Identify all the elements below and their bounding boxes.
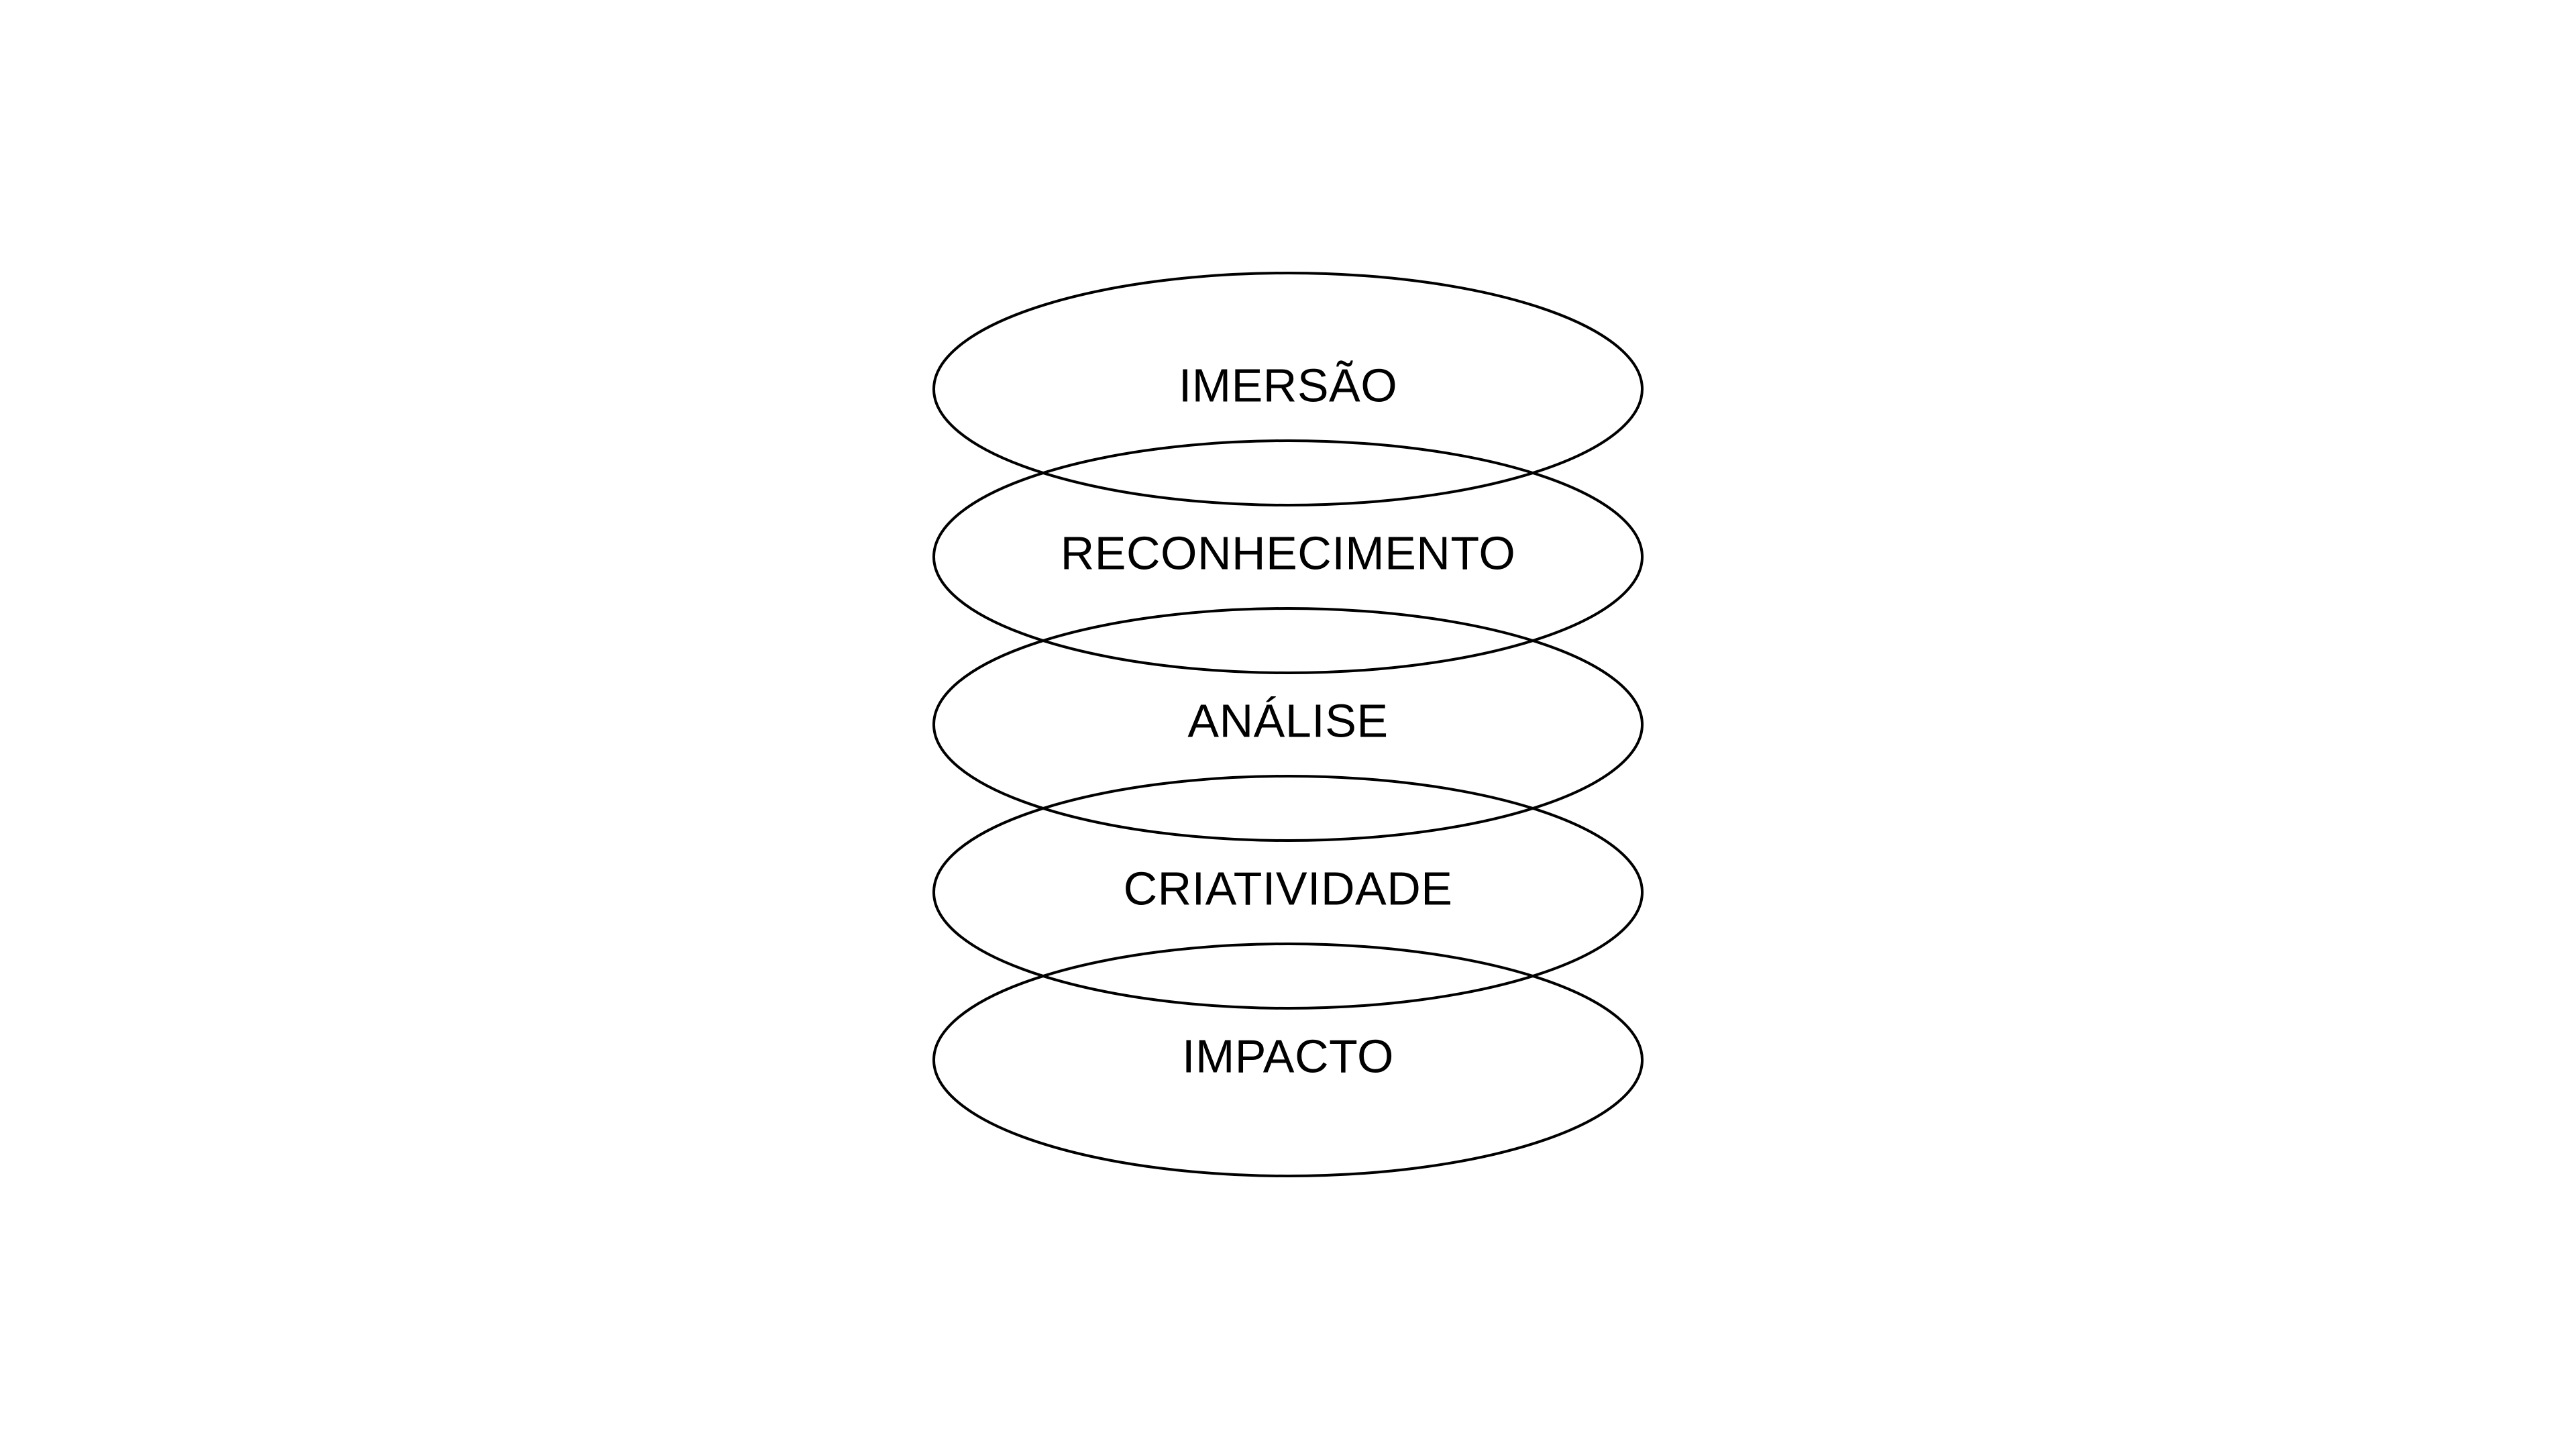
stage-ellipse-5[interactable]: [934, 944, 1642, 1176]
stage-label-4: CRIATIVIDADE: [1124, 862, 1453, 914]
stage-label-1: IMERSÃO: [1179, 359, 1397, 411]
stage-label-5: IMPACTO: [1182, 1030, 1394, 1082]
stage-ellipse-4[interactable]: [934, 776, 1642, 1008]
stage-label-3: ANÁLISE: [1187, 694, 1388, 747]
stage-ellipse-2[interactable]: [934, 441, 1642, 673]
stage-ellipse-1[interactable]: [934, 273, 1642, 505]
stage-ellipse-3[interactable]: [934, 608, 1642, 841]
stage-label-2: RECONHECIMENTO: [1061, 527, 1516, 579]
